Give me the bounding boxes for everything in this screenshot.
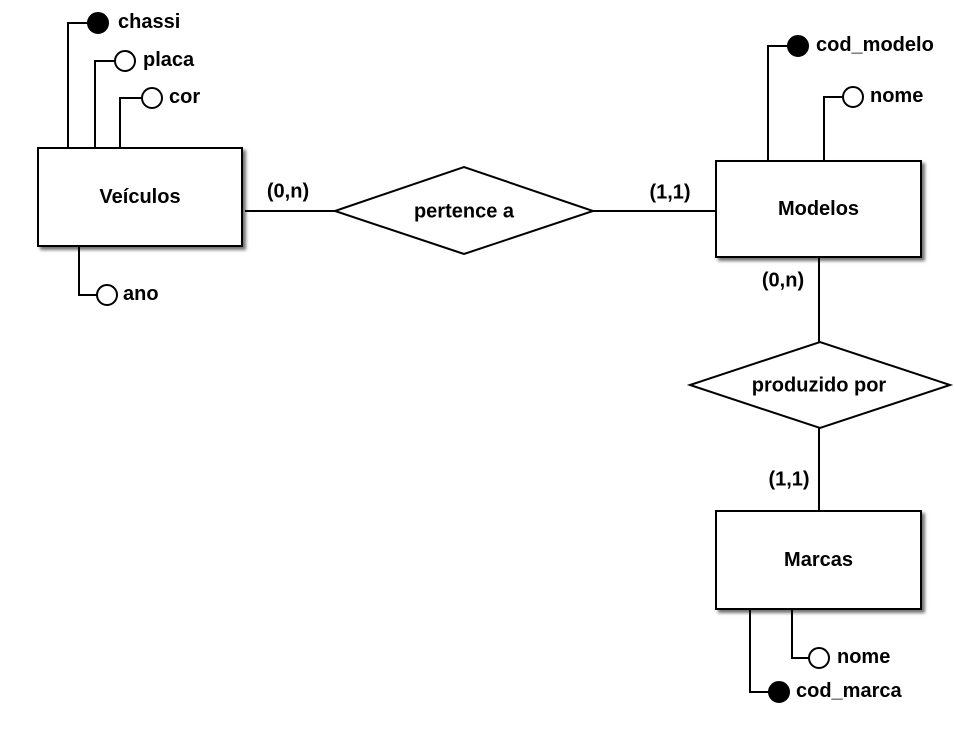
relationship-label-pertence-a: pertence a bbox=[413, 200, 515, 223]
attribute-label-ano: ano bbox=[123, 283, 159, 306]
relationship-diamond-produzido-por bbox=[686, 340, 954, 430]
attribute-circle-cor bbox=[141, 87, 163, 109]
key-attribute-circle-chassi bbox=[87, 12, 109, 34]
attribute-circle-placa bbox=[114, 50, 136, 72]
attribute-label-cor: cor bbox=[169, 86, 201, 109]
relationship-diamond-pertence-a bbox=[331, 165, 597, 256]
attribute-label-placa: placa bbox=[143, 49, 195, 72]
attribute-stem-ano bbox=[78, 246, 98, 296]
entity-modelos-label: Modelos bbox=[777, 197, 860, 220]
relationship-label-produzido-por: produzido por bbox=[751, 374, 887, 397]
attribute-stem-nome-modelos bbox=[823, 96, 844, 161]
cardinality-modelos-pertence-a: (1,1) bbox=[649, 181, 691, 204]
key-attribute-circle-cod-marca bbox=[768, 681, 790, 703]
attribute-stem-chassi bbox=[67, 22, 89, 148]
cardinality-veiculos-pertence-a: (0,n) bbox=[266, 180, 310, 203]
attribute-label-cod-modelo: cod_modelo bbox=[816, 34, 934, 57]
entity-veiculos: Veículos bbox=[37, 147, 243, 247]
attribute-circle-nome-modelos bbox=[842, 86, 864, 108]
cardinality-modelos-produzido-por: (0,n) bbox=[761, 269, 805, 292]
key-attribute-circle-cod-modelo bbox=[787, 35, 809, 57]
attribute-label-nome-marcas: nome bbox=[837, 646, 891, 669]
attribute-circle-nome-marcas bbox=[808, 647, 830, 669]
entity-marcas: Marcas bbox=[715, 510, 922, 610]
attribute-label-chassi: chassi bbox=[118, 11, 181, 34]
attribute-stem-cod-marca bbox=[749, 609, 770, 693]
entity-veiculos-label: Veículos bbox=[99, 185, 181, 208]
attribute-label-nome-modelos: nome bbox=[870, 85, 924, 108]
attribute-stem-placa bbox=[94, 60, 115, 148]
attribute-stem-nome-marcas bbox=[791, 609, 810, 659]
attribute-stem-cod-modelo bbox=[767, 45, 789, 161]
attribute-label-cod-marca: cod_marca bbox=[796, 680, 902, 703]
entity-marcas-label: Marcas bbox=[784, 548, 853, 571]
attribute-circle-ano bbox=[96, 284, 118, 306]
entity-modelos: Modelos bbox=[715, 160, 922, 258]
attribute-stem-cor bbox=[119, 97, 142, 148]
cardinality-marcas-produzido-por: (1,1) bbox=[768, 468, 810, 491]
